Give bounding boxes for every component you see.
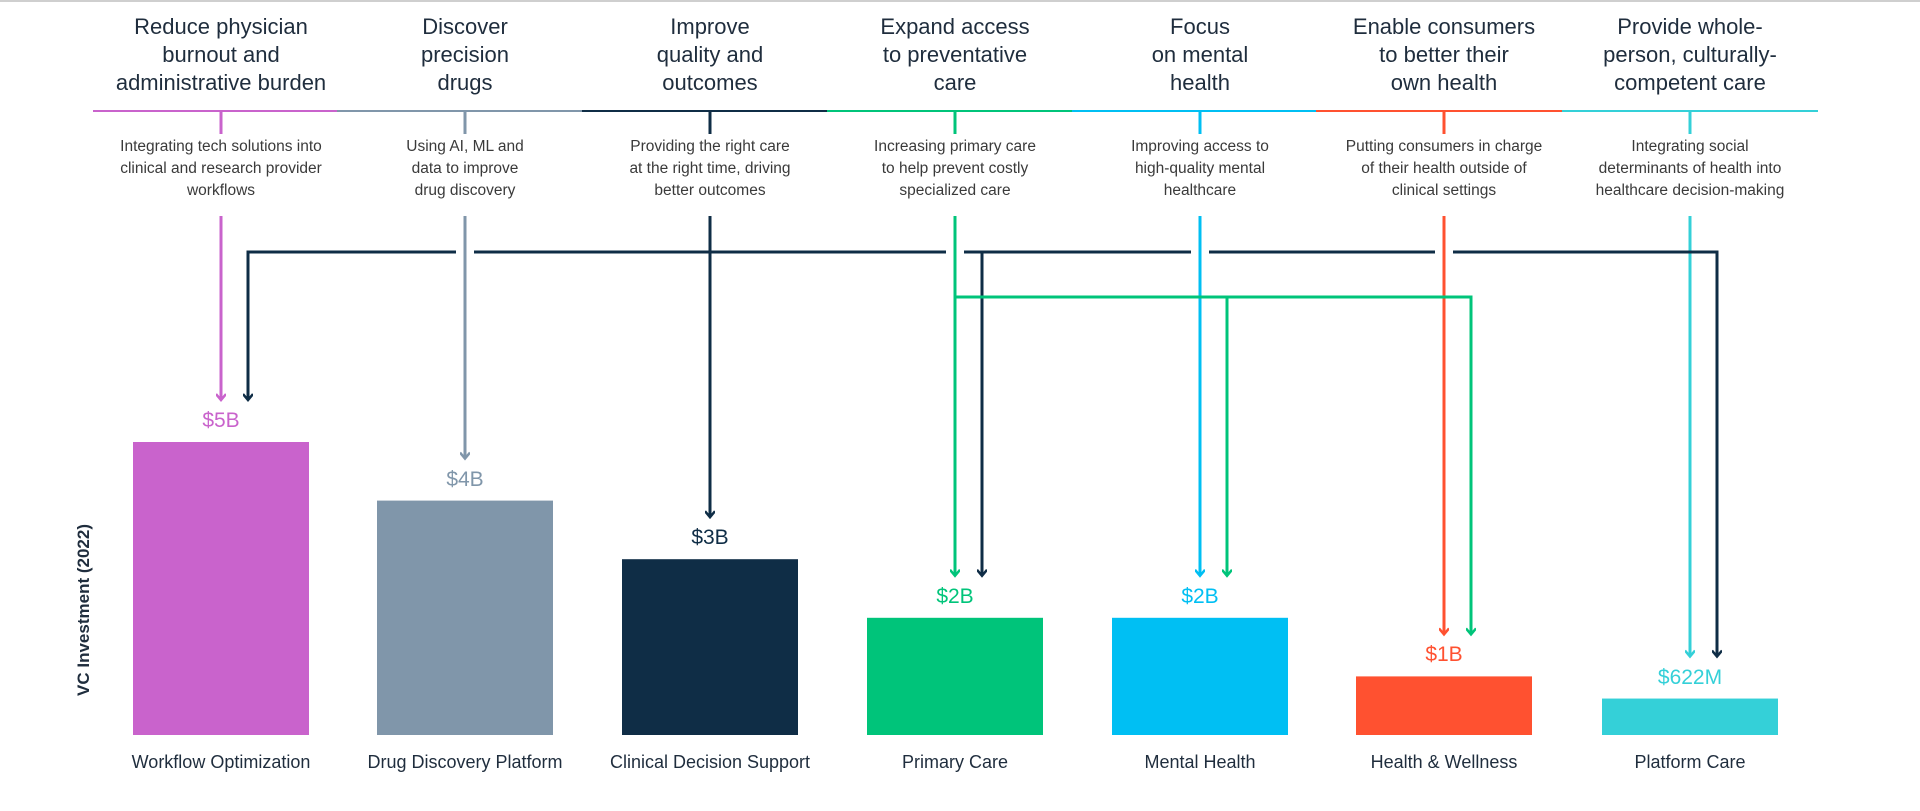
theme-title: Discover precision drugs (420, 14, 510, 95)
y-axis-label: VC Investment (2022) (74, 524, 93, 696)
bar-value-label: $3B (691, 526, 729, 550)
theme-title: Enable consumers to better their own hea… (1352, 14, 1536, 95)
bar-value-label: $2B (1181, 584, 1219, 608)
bar (133, 442, 309, 735)
theme-description: Integrating tech solutions into clinical… (120, 138, 322, 199)
bar-value-label: $1B (1425, 643, 1463, 667)
theme-description: Improving access to high-quality mental … (1131, 138, 1269, 199)
bar-value-label: $4B (446, 467, 484, 491)
bar (867, 617, 1043, 735)
connector-arrow (710, 250, 1717, 657)
category-label: Primary Care (901, 752, 1008, 772)
theme-description: Putting consumers in charge of their hea… (1345, 138, 1543, 199)
theme-description: Integrating social determinants of healt… (1595, 138, 1785, 199)
bar (622, 559, 798, 735)
category-label: Drug Discovery Platform (367, 752, 563, 772)
connector-arrow (248, 250, 710, 400)
theme-title: Focus on mental health (1151, 14, 1249, 95)
crossing-gap (1011, 258, 1023, 292)
bar-value-label: $622M (1657, 665, 1723, 689)
bar (1602, 698, 1778, 735)
category-label: Platform Care (1634, 752, 1746, 772)
category-label: Health & Wellness (1370, 752, 1518, 772)
theme-description: Providing the right care at the right ti… (629, 138, 791, 199)
theme-title: Reduce physician burnout and administrat… (115, 14, 327, 95)
top-rule (0, 0, 1920, 2)
category-label: Clinical Decision Support (609, 752, 811, 772)
theme-description: Using AI, ML and data to improve drug di… (406, 138, 524, 199)
bar (1112, 617, 1288, 735)
theme-title: Expand access to preventative care (880, 14, 1030, 95)
theme-description: Increasing primary care to help prevent … (874, 138, 1036, 199)
connector-arrow (955, 295, 1471, 634)
theme-title: Improve quality and outcomes (656, 14, 764, 95)
theme-title: Provide whole- person, culturally- compe… (1603, 14, 1777, 95)
bar (377, 500, 553, 735)
bar (1356, 676, 1532, 735)
bar-value-label: $5B (202, 409, 240, 432)
connector-arrow (955, 295, 1227, 576)
category-label: Mental Health (1144, 752, 1256, 772)
category-label: Workflow Optimization (131, 752, 311, 772)
bar-value-label: $2B (936, 584, 974, 608)
